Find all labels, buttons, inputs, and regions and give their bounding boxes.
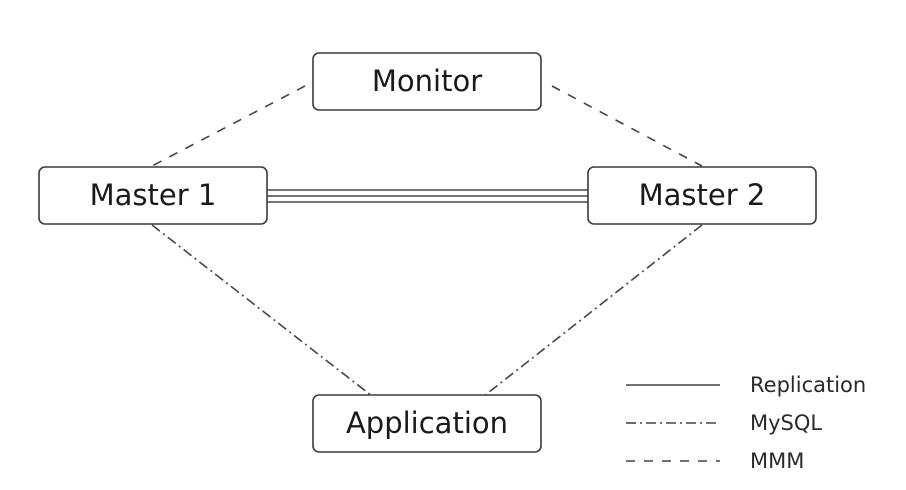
legend-label-mysql: MySQL	[750, 411, 822, 435]
edge-replication-master1-master2	[266, 189, 588, 203]
legend-item-replication: Replication	[626, 373, 866, 397]
node-monitor-label: Monitor	[372, 64, 482, 98]
node-master1-label: Master 1	[90, 178, 217, 212]
legend-label-mmm: MMM	[750, 449, 804, 473]
legend-item-mysql: MySQL	[626, 411, 822, 435]
edge-monitor-master1	[151, 85, 306, 167]
legend-item-mmm: MMM	[626, 449, 804, 473]
node-application: Application	[312, 394, 542, 453]
edge-monitor-master2	[551, 85, 703, 167]
legend: Replication MySQL MMM	[626, 373, 866, 473]
node-application-label: Application	[346, 406, 508, 440]
node-monitor: Monitor	[312, 52, 542, 111]
edge-master2-application	[483, 224, 703, 397]
node-master2-label: Master 2	[639, 178, 766, 212]
node-master1: Master 1	[38, 166, 268, 225]
legend-label-replication: Replication	[750, 373, 866, 397]
edge-master1-application	[151, 224, 373, 397]
node-master2: Master 2	[587, 166, 817, 225]
